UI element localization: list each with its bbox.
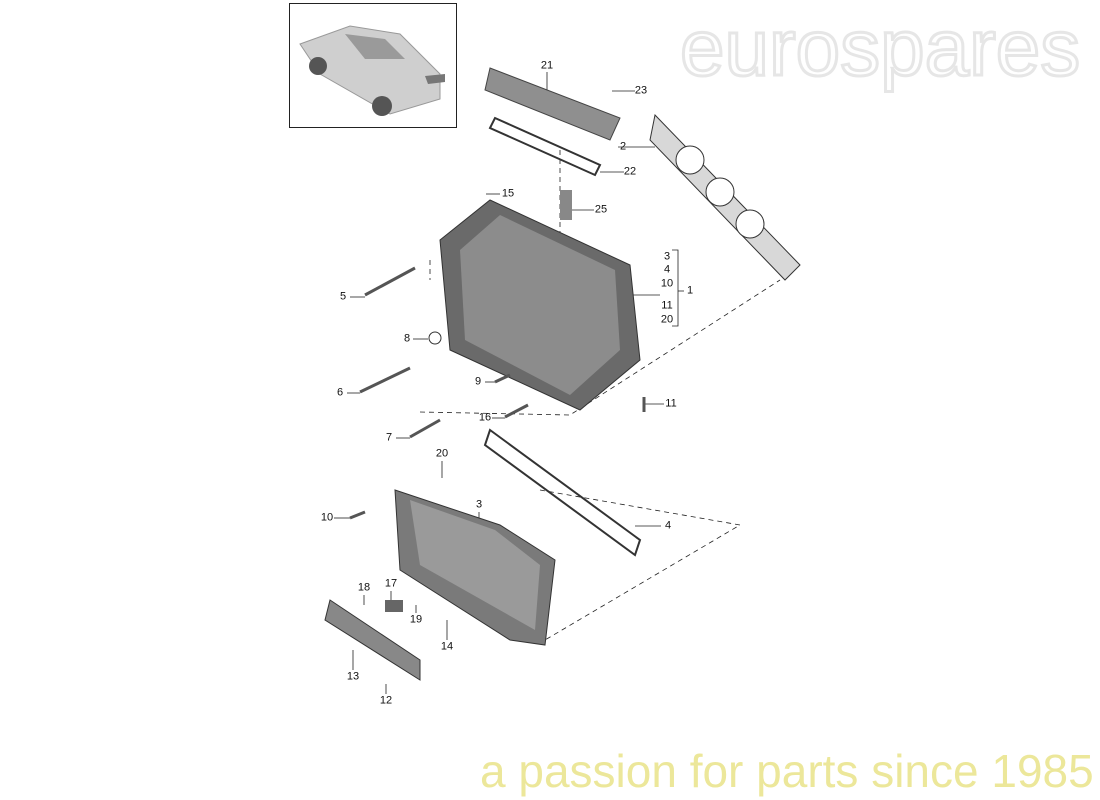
callout-1: 1 [686,284,694,297]
callout-3: 3 [475,498,483,511]
callout-4: 4 [664,519,672,532]
gasket-22 [488,116,602,177]
bracket-item-3: 3 [663,250,671,263]
camshaft-housing-cover [484,67,621,141]
callout-25: 25 [594,203,608,216]
car-icon [299,25,445,116]
callout-21: 21 [540,59,554,72]
bolt-9 [494,373,511,384]
callout-15: 15 [501,187,515,200]
callout-8: 8 [403,332,411,345]
callout-20: 20 [435,447,449,460]
callout-2: 2 [619,140,627,153]
callout-12: 12 [379,694,393,707]
callout-6: 6 [336,386,344,399]
callout-14: 14 [440,640,454,653]
callout-9: 9 [474,375,482,388]
callout-11: 11 [665,397,677,410]
bracket-item-4: 4 [663,263,671,276]
cover-13 [324,599,421,681]
callout-17: 17 [384,577,398,590]
callout-18: 18 [357,581,371,594]
callout-10: 10 [320,511,334,524]
vehicle-thumbnail [289,3,457,128]
callout-13: 13 [346,670,360,683]
callout-19: 19 [409,613,423,626]
bolt-6 [359,366,411,394]
bracket-item-20: 20 [660,313,674,326]
callout-5: 5 [339,290,347,303]
gasket-4 [483,428,642,557]
watermark-tagline: a passion for parts since 1985 [480,745,1094,797]
bracket-item-10: 10 [660,277,674,290]
callout-16: 16 [478,411,492,424]
bracket-item-11: 11 [661,299,673,312]
sensor-17 [385,600,403,612]
callout-23: 23 [634,84,648,97]
bolt-16 [504,403,529,419]
valve-25 [560,190,572,220]
bolt-7 [409,418,441,439]
callout-22: 22 [623,165,637,178]
o-ring-8 [428,331,442,345]
watermark-brand: eurospares [678,3,1081,92]
bolt-10 [349,510,366,520]
bolt-5 [364,266,416,297]
callout-7: 7 [385,431,393,444]
